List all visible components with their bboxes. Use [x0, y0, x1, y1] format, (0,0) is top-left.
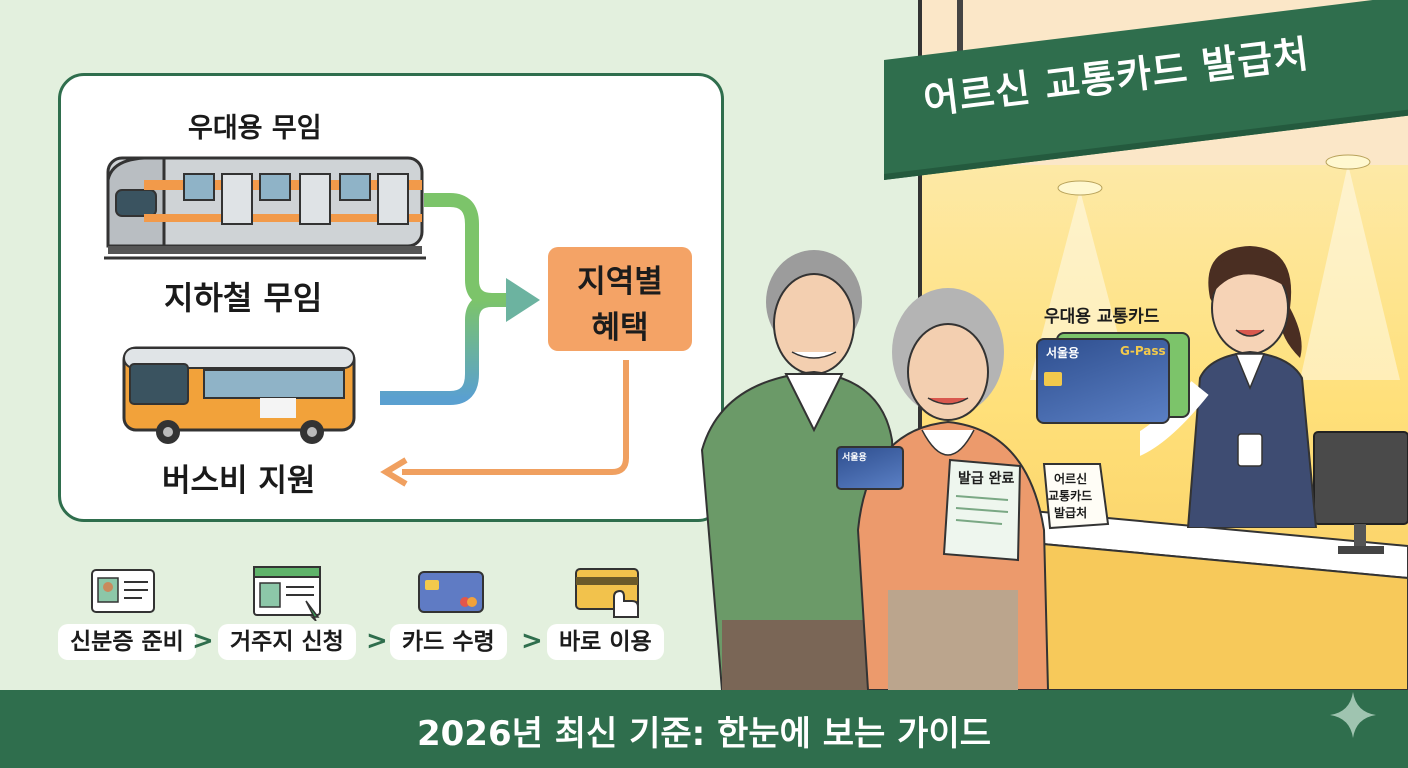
- card-chip-icon: [1044, 372, 1062, 386]
- card-tap-icon: [575, 568, 639, 618]
- document-title: 발급 완료: [958, 471, 1015, 487]
- issued-document: [942, 458, 1022, 562]
- sparkle-icon: [1330, 692, 1376, 738]
- flow-arrows: [380, 193, 629, 487]
- step-2-chevron-icon: >: [366, 626, 388, 656]
- card-caption: 우대용 교통카드: [1044, 307, 1160, 327]
- staff-member-illustration: [1140, 246, 1318, 528]
- step-3-label: 카드 수령: [390, 624, 507, 660]
- elderly-man-illustration: [700, 250, 902, 690]
- regional-benefit-box: [548, 247, 692, 351]
- card-front-right-label: G-Pass: [1120, 344, 1166, 358]
- step-1-chevron-icon: >: [192, 626, 214, 656]
- step-4-label: 바로 이용: [547, 624, 664, 660]
- computer-monitor: [1313, 431, 1408, 554]
- address-form-icon: [253, 566, 321, 621]
- small-transit-card: [836, 446, 904, 490]
- step-1-label: 신분증 준비: [58, 624, 196, 660]
- desk-sign-line1: 어르신: [1054, 472, 1088, 486]
- small-card-label: 서울용: [842, 453, 867, 463]
- regional-benefit-line2: 혜택: [591, 310, 649, 346]
- bus-label: 버스비 지원: [162, 463, 316, 499]
- step-2-label: 거주지 신청: [218, 624, 356, 660]
- desk-sign-line2: 교통카드: [1048, 489, 1093, 503]
- service-counter: [1000, 506, 1408, 690]
- regional-benefit-line1: 지역별: [577, 264, 663, 300]
- subway-train-illustration: [104, 156, 426, 260]
- subway-label: 지하철 무임: [164, 279, 323, 317]
- step-3-chevron-icon: >: [521, 626, 543, 656]
- window-bar-left: [957, 0, 963, 82]
- bus-illustration: [122, 346, 356, 444]
- footer-title: 2026년 최신 기준: 한눈에 보는 가이드: [416, 714, 992, 754]
- card-front-left-label: 서울용: [1046, 346, 1080, 360]
- id-card-icon: [91, 569, 155, 613]
- desk-sign-stand: [1042, 463, 1110, 530]
- top-caption: 우대용 무임: [188, 113, 322, 144]
- footer-banner: [0, 690, 1408, 768]
- desk-sign-line3: 발급처: [1054, 506, 1088, 520]
- transit-card-icon: [418, 571, 484, 613]
